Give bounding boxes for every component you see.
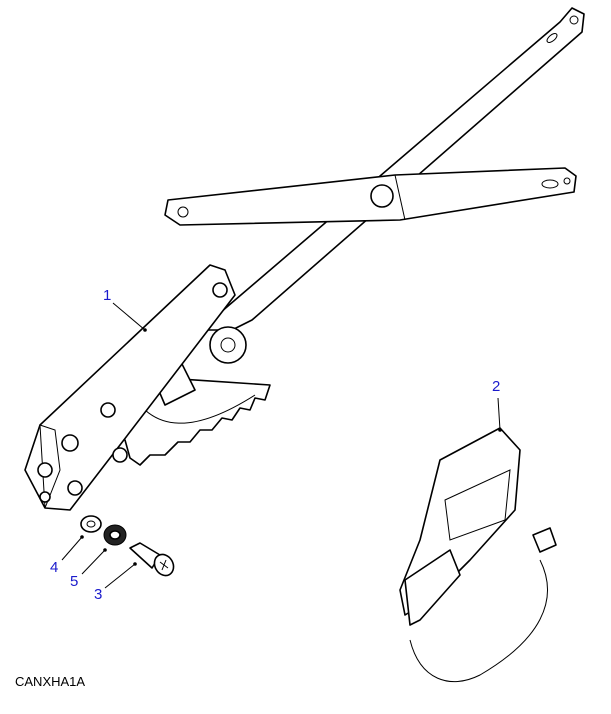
cross-arm	[164, 167, 577, 226]
washer-drawing	[80, 515, 102, 533]
callout-5: 5	[70, 573, 79, 590]
callout-4: 4	[50, 559, 59, 576]
callout-3: 3	[94, 586, 103, 603]
regulator-motor-drawing	[399, 427, 557, 683]
callout-2: 2	[492, 378, 501, 395]
callout-1: 1	[103, 287, 112, 304]
lock-washer-drawing	[103, 524, 127, 546]
screw-drawing	[129, 542, 175, 577]
diagram-code: CANXHA1A	[15, 674, 86, 689]
base-plate	[24, 264, 247, 511]
leader-lines	[61, 302, 502, 589]
